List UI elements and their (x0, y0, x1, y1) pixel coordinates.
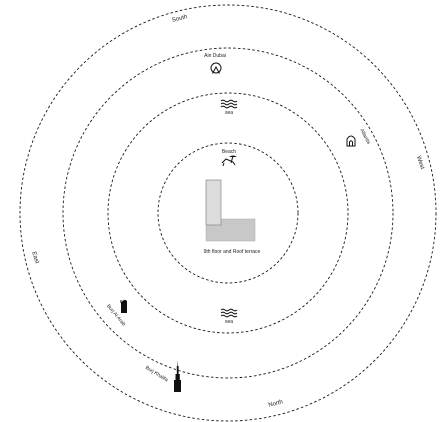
building-tower (205, 179, 222, 226)
beach-label: Beach (222, 149, 236, 155)
ring-third (62, 47, 394, 379)
atlantis-label: Atlantis (358, 128, 371, 146)
building-label: 9th floor and Roof terrace (204, 249, 261, 255)
direction-east-label: East (30, 251, 40, 265)
ain-dubai-label: Ain Dubai (204, 53, 226, 59)
beach-lounger-icon (221, 155, 237, 167)
atlantis-hotel-icon (346, 135, 356, 147)
direction-north-label: North (268, 399, 284, 408)
burj-khalifa-icon (174, 360, 181, 392)
ring-inner (157, 142, 299, 284)
sea-bottom-label: sea (225, 319, 233, 325)
ring-second (107, 92, 349, 334)
direction-west-label: West (415, 155, 425, 170)
building-graphic (205, 179, 256, 242)
direction-south-label: South (171, 14, 188, 24)
burj-khalifa-label: Burj Khalifa (144, 365, 169, 384)
burj-al-arab-icon (120, 299, 127, 313)
waves-icon (220, 308, 238, 318)
sea-top-label: sea (225, 110, 233, 116)
waves-icon (220, 99, 238, 109)
ring-outer (19, 4, 437, 422)
ferris-wheel-icon (210, 62, 222, 74)
